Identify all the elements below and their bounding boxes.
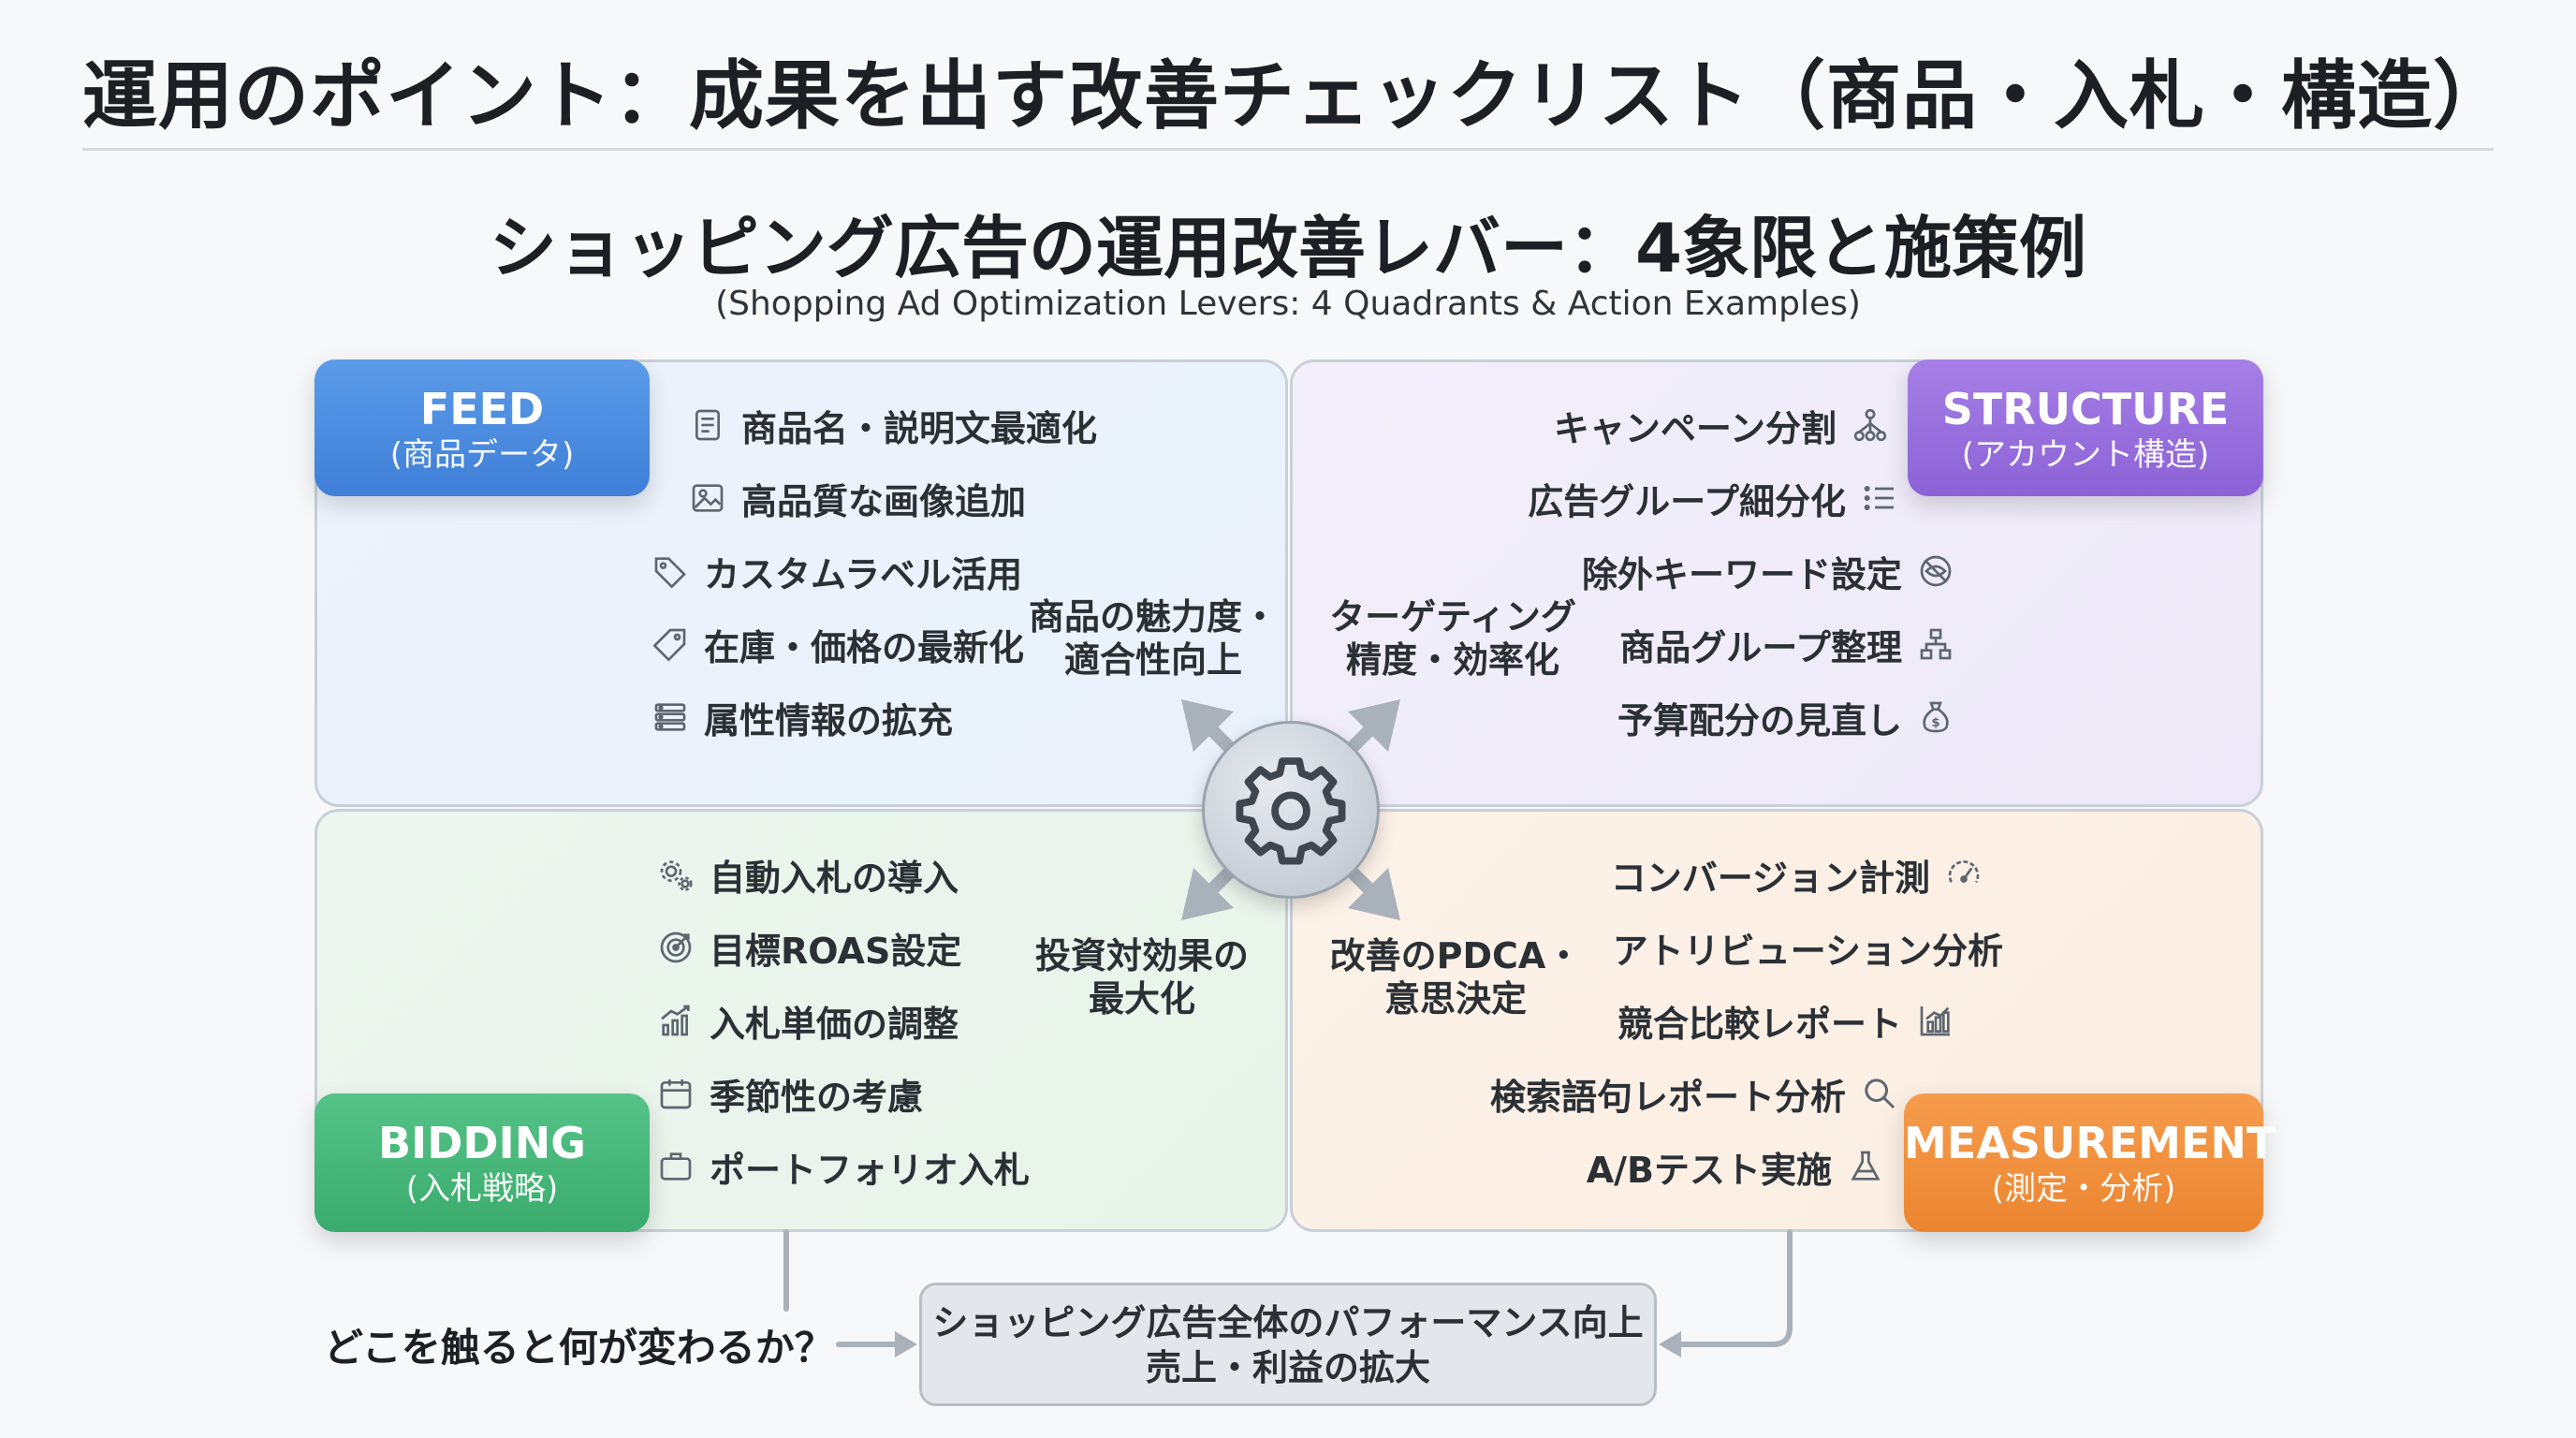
structure-item: 商品グループ整理 [1516,616,1956,672]
bar-chart-icon [1915,1000,1956,1041]
structure-item-label: 広告グループ細分化 [1528,480,1846,522]
gauge-icon [1943,854,1984,895]
flask-icon [1845,1146,1886,1187]
overall-outcome-box: ショッピング広告全体のパフォーマンス向上 売上・利益の拡大 [919,1283,1657,1406]
feed-item: 属性情報の拡充 [650,689,953,745]
title-divider [82,148,2494,151]
bidding-item: 入札単価の調整 [655,992,959,1049]
corner-label-structure: STRUCTURE (アカウント構造) [1908,360,2263,496]
measurement-item-label: A/Bテスト実施 [1586,1149,1832,1191]
bidding-label-ja: (入札戦略) [405,1170,559,1208]
image-icon [687,477,728,519]
feed-item-label: 高品質な画像追加 [741,480,1027,522]
bidding-outcome-line: 投資対効果の [1034,935,1249,976]
bidding-item-label: 目標ROAS設定 [710,930,962,972]
calendar-icon [655,1073,696,1114]
gears-icon [655,854,696,895]
bar-trend-icon [655,1000,696,1041]
feed-item: 商品名・説明文最適化 [687,397,1097,453]
bidding-outcome: 投資対効果の 最大化 [1013,934,1271,1020]
target-icon [655,927,696,968]
measurement-item: A/Bテスト実施 [1535,1138,1886,1195]
money-bag-icon: $ [1915,697,1956,738]
measurement-item: アトリビューション分析 [1535,919,2003,976]
search-icon [1859,1073,1900,1114]
bidding-item-label: 入札単価の調整 [710,1003,959,1045]
structure-item: 予算配分の見直し $ [1516,689,1956,745]
corner-label-bidding: BIDDING (入札戦略) [315,1093,650,1232]
hierarchy-icon [1850,404,1891,446]
feed-item: カスタムラベル活用 [650,543,1022,599]
svg-text:$: $ [1931,716,1939,730]
connector-measurement-to-outcome [1675,1229,1793,1347]
overall-outcome-line2: 売上・利益の拡大 [1145,1347,1430,1388]
structure-outcome-line: ターゲティング [1329,596,1576,638]
bidding-item-label: 自動入札の導入 [710,857,959,899]
corner-label-feed: FEED (商品データ) [315,360,650,496]
measurement-item-label: コンバージョン計測 [1610,857,1930,899]
center-hub [1202,721,1380,899]
page-title: 運用のポイント：成果を出す改善チェックリスト（商品・入札・構造） [82,52,2509,139]
price-tag-icon [650,624,691,665]
measurement-item-label: 競合比較レポート [1617,1003,1902,1045]
bidding-outcome-line: 最大化 [1088,978,1195,1020]
structure-outcome: ターゲティング 精度・効率化 [1312,595,1593,682]
feed-item: 高品質な画像追加 [687,470,1026,526]
feed-outcome-line: 適合性向上 [1063,639,1242,681]
feed-item-label: 属性情報の拡充 [704,699,954,741]
bidding-item: 季節性の考慮 [655,1065,923,1122]
measurement-item: 競合比較レポート [1554,992,1956,1049]
measurement-item: コンバージョン計測 [1591,846,1984,902]
structure-label-en: STRUCTURE [1941,384,2230,434]
feed-item: 在庫・価格の最新化 [650,616,1024,672]
structure-item-label: キャンペーン分割 [1553,407,1837,449]
database-icon [650,697,691,738]
structure-item-label: 除外キーワード設定 [1581,553,1902,595]
structure-item: キャンペーン分割 [1460,397,1891,453]
overall-outcome-line1: ショッピング広告全体のパフォーマンス向上 [932,1302,1644,1343]
diagram-title: ショッピング広告の運用改善レバー：4象限と施策例 [489,209,2087,287]
feed-label-ja: (商品データ) [389,436,575,474]
feed-item-label: カスタムラベル活用 [704,553,1023,595]
eye-off-icon [1915,550,1956,592]
structure-item: 除外キーワード設定 [1498,543,1956,599]
bidding-item: 自動入札の導入 [655,846,959,902]
diagram-subtitle: (Shopping Ad Optimization Levers: 4 Quad… [715,285,1861,323]
structure-label-ja: (アカウント構造) [1961,436,2210,474]
arrowhead-left [1659,1331,1681,1357]
arrowhead-right [895,1331,917,1357]
structure-outcome-line: 精度・効率化 [1345,639,1559,681]
measurement-label-ja: (測定・分析) [1991,1170,2176,1208]
structure-item-label: 予算配分の見直し [1617,699,1902,741]
bidding-label-en: BIDDING [378,1118,586,1168]
sitemap-icon [1915,624,1956,665]
gear-icon [1236,757,1346,865]
corner-label-measurement: MEASUREMENT (測定・分析) [1904,1093,2276,1232]
bidding-item-label: ポートフォリオ入札 [710,1149,1031,1191]
measurement-outcome-line: 意思決定 [1383,978,1527,1020]
feed-outcome: 商品の魅力度・ 適合性向上 [1013,595,1294,682]
measurement-outcome: 改善のPDCA・ 意思決定 [1320,934,1591,1020]
feed-outcome-line: 商品の魅力度・ [1028,596,1278,638]
measurement-item-label: アトリビューション分析 [1612,930,2003,972]
document-icon [687,404,728,446]
measurement-item-label: 検索語句レポート分析 [1489,1076,1846,1118]
bidding-item: ポートフォリオ入札 [655,1138,1030,1195]
feed-item-label: 在庫・価格の最新化 [704,626,1025,668]
briefcase-icon [655,1146,696,1187]
tag-icon [650,550,691,592]
feed-label-en: FEED [419,384,545,434]
measurement-label-en: MEASUREMENT [1904,1118,2276,1168]
list-icon [1859,477,1900,519]
bidding-item: 目標ROAS設定 [655,919,961,976]
measurement-outcome-line: 改善のPDCA・ [1329,935,1582,976]
measurement-item: 検索語句レポート分析 [1442,1065,1900,1122]
feed-item-label: 商品名・説明文最適化 [741,407,1098,449]
structure-item-label: 商品グループ整理 [1619,626,1902,668]
bidding-item-label: 季節性の考慮 [710,1076,924,1118]
structure-item: 広告グループ細分化 [1423,470,1900,526]
question-text: どこを触ると何が変わるか？ [324,1325,834,1371]
